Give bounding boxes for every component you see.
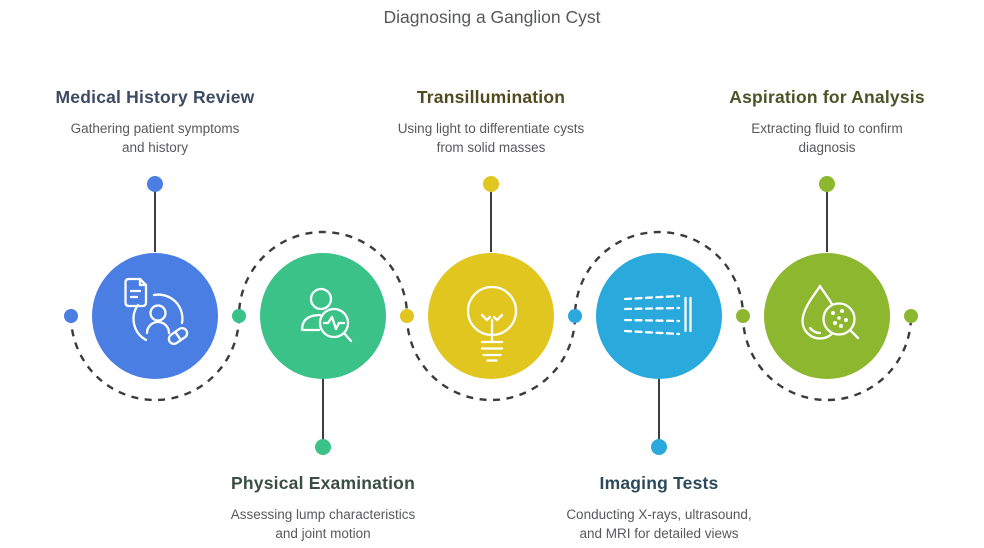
junction-dot bbox=[568, 309, 582, 323]
page-title: Diagnosing a Ganglion Cyst bbox=[383, 7, 601, 27]
step-label-2: Physical Examination Assessing lump char… bbox=[191, 472, 455, 543]
step-circle-3 bbox=[428, 253, 554, 379]
physical-examination-icon bbox=[300, 287, 353, 343]
stem-dot bbox=[483, 176, 499, 192]
step-circle-4 bbox=[596, 253, 722, 379]
fluid-analysis-icon bbox=[801, 284, 860, 340]
step-title: Aspiration for Analysis bbox=[729, 87, 925, 107]
step-description: Extracting fluid to confirm diagnosis bbox=[751, 121, 903, 155]
stem-dot bbox=[315, 439, 331, 455]
step-title: Physical Examination bbox=[231, 473, 415, 493]
step-circle-1 bbox=[92, 253, 218, 379]
step-label-1: Medical History Review Gathering patient… bbox=[23, 86, 287, 157]
step-title: Medical History Review bbox=[55, 87, 255, 107]
step-title: Imaging Tests bbox=[599, 473, 719, 493]
step-label-5: Aspiration for Analysis Extracting fluid… bbox=[695, 86, 959, 157]
junction-dot bbox=[64, 309, 78, 323]
step-title: Transillumination bbox=[416, 87, 566, 107]
step-label-3: Transillumination Using light to differe… bbox=[359, 86, 623, 157]
junction-dot bbox=[736, 309, 750, 323]
junction-dot bbox=[904, 309, 918, 323]
step-description: Gathering patient symptoms and history bbox=[70, 121, 240, 155]
step-description: Conducting X-rays, ultrasound, and MRI f… bbox=[566, 507, 752, 541]
step-label-4: Imaging Tests Conducting X-rays, ultraso… bbox=[527, 472, 791, 543]
medical-history-icon bbox=[124, 277, 189, 346]
step-description: Assessing lump characteristics and joint… bbox=[230, 507, 416, 541]
xray-icon bbox=[623, 294, 692, 336]
junction-dot bbox=[400, 309, 414, 323]
stem-dot bbox=[819, 176, 835, 192]
stem-dot bbox=[651, 439, 667, 455]
lightbulb-icon bbox=[466, 285, 518, 362]
junction-dot bbox=[232, 309, 246, 323]
step-description: Using light to differentiate cysts from … bbox=[397, 121, 585, 155]
stem-dot bbox=[147, 176, 163, 192]
